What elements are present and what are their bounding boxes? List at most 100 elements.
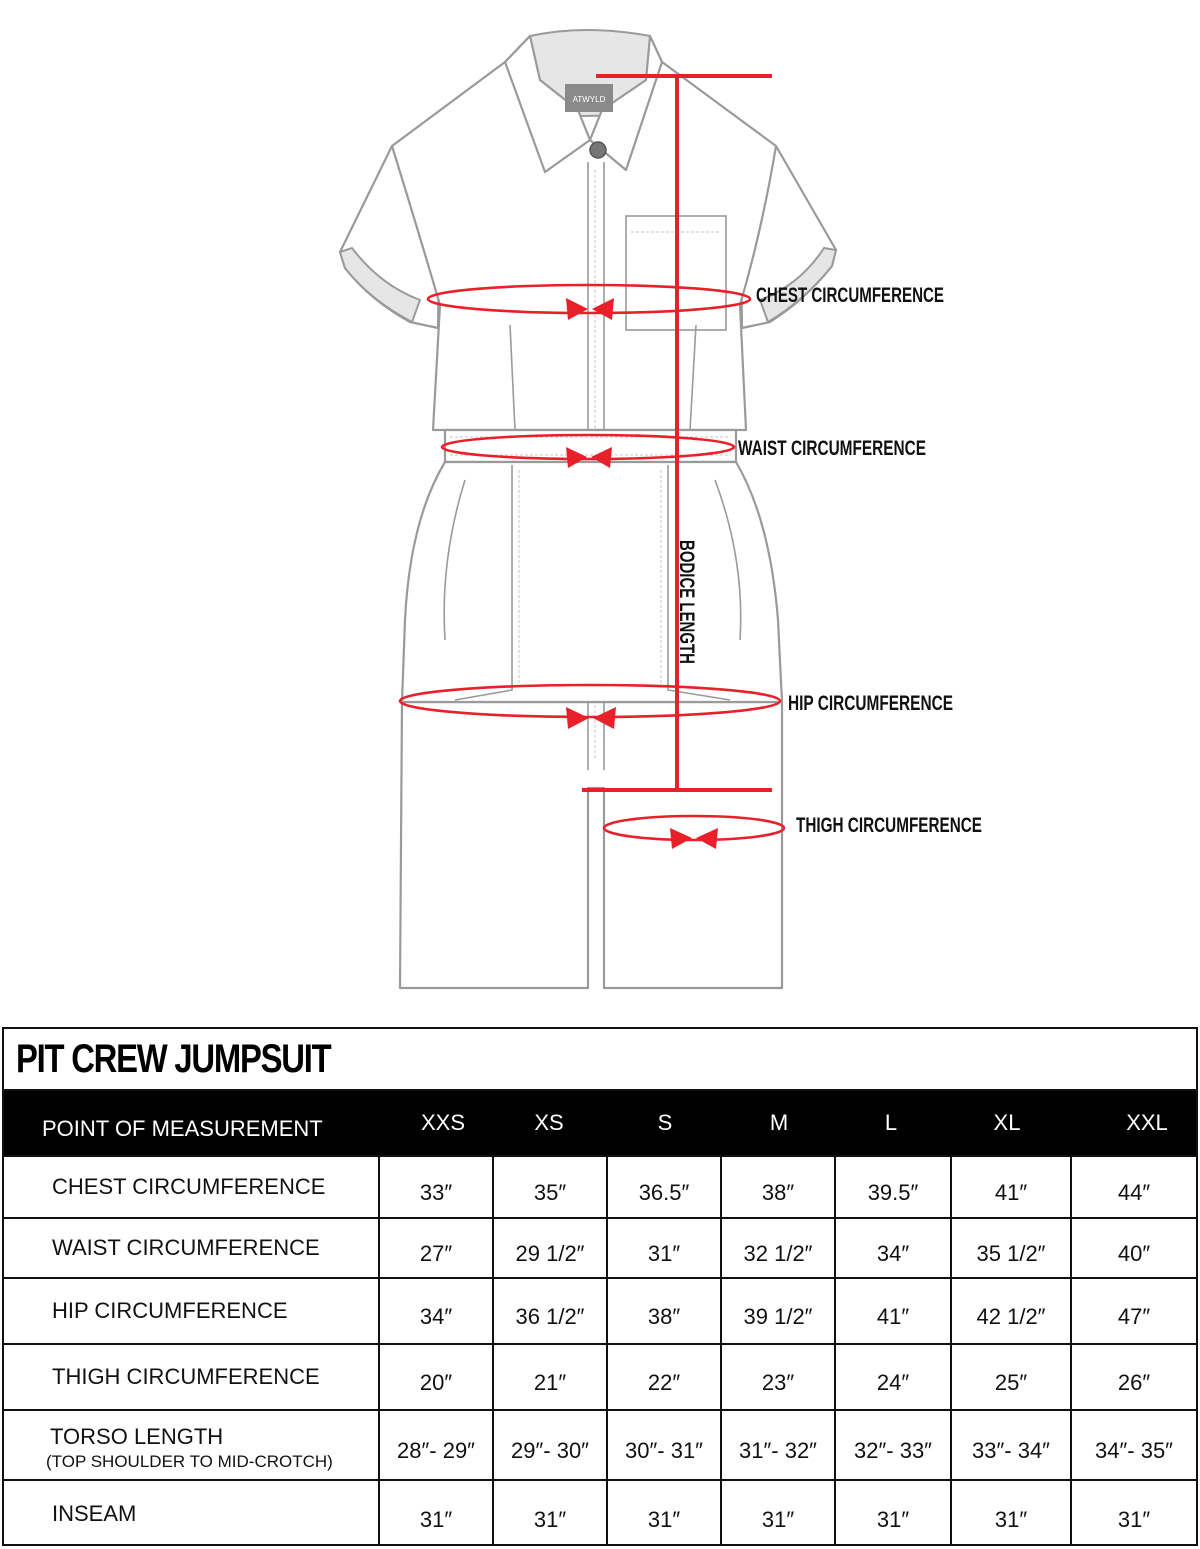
row-label-cell: INSEAM: [4, 1481, 378, 1546]
brand-tag-text: ATWYLD: [573, 95, 606, 104]
value-cell-xl: 31″: [950, 1481, 1070, 1546]
chest-arrow-right: [592, 298, 614, 320]
header-size-l: L: [884, 1110, 898, 1135]
value-cell-l: 32″- 33″: [834, 1411, 950, 1479]
header-size-xxs: XXS: [420, 1110, 466, 1135]
collar-button: [589, 141, 607, 159]
value-cell-xxl: 44″: [1070, 1157, 1196, 1217]
value-cell-m: 32 1/2″: [720, 1219, 834, 1277]
table-header-row: POINT OF MEASUREMENT XXS XS S M L XL XXL: [4, 1091, 1196, 1155]
value-cell-xxl: 40″: [1070, 1219, 1196, 1277]
value-cell-l: 34″: [834, 1219, 950, 1277]
value-cell-m: 31″- 32″: [720, 1411, 834, 1479]
label-thigh: THIGH CIRCUMFERENCE: [796, 814, 982, 837]
value-cell-xxs: 28″- 29″: [378, 1411, 492, 1479]
value-cell-xl: 33″- 34″: [950, 1411, 1070, 1479]
collar-right: [588, 34, 664, 172]
row-label: CHEST CIRCUMFERENCE: [52, 1174, 326, 1199]
hip-measure-loop: [398, 683, 782, 719]
value-cell-s: 38″: [606, 1279, 720, 1343]
waist-arrow-left: [566, 447, 587, 468]
row-label-cell: CHEST CIRCUMFERENCE: [4, 1157, 378, 1217]
value-cell-m: 31″: [720, 1481, 834, 1546]
header-size-s: S: [657, 1110, 673, 1135]
value-cell-m: 39 1/2″: [720, 1279, 834, 1343]
value-cell-xxs: 31″: [378, 1481, 492, 1546]
value-cell-xl: 41″: [950, 1157, 1070, 1217]
thigh-measure-loop: [602, 814, 786, 842]
header-size-m: M: [769, 1110, 789, 1135]
brand-tag: [565, 84, 613, 112]
row-sublabel: (TOP SHOULDER TO MID-CROTCH): [46, 1452, 333, 1471]
table-row-thigh: THIGH CIRCUMFERENCE 20″21″22″23″24″25″26″: [4, 1343, 1196, 1409]
value-cell-l: 24″: [834, 1345, 950, 1409]
row-label-cell: HIP CIRCUMFERENCE: [4, 1279, 378, 1343]
table-title-bar: PIT CREW JUMPSUIT: [4, 1029, 1196, 1091]
value-cell-m: 23″: [720, 1345, 834, 1409]
right-sleeve-cuff: [758, 246, 838, 324]
jumpsuit-bodice: [390, 60, 778, 432]
header-size-xl: XL: [993, 1110, 1021, 1135]
value-cell-xxs: 33″: [378, 1157, 492, 1217]
row-label-cell: TORSO LENGTH (TOP SHOULDER TO MID-CROTCH): [4, 1411, 378, 1479]
value-cell-xs: 31″: [492, 1481, 606, 1546]
label-hip: HIP CIRCUMFERENCE: [788, 692, 953, 715]
chest-arrow-left: [566, 298, 588, 320]
row-label: WAIST CIRCUMFERENCE: [52, 1235, 320, 1260]
waist-measure-loop: [440, 433, 736, 461]
value-cell-xl: 25″: [950, 1345, 1070, 1409]
header-size-xs: XS: [534, 1110, 564, 1135]
value-cell-xxs: 27″: [378, 1219, 492, 1277]
value-cell-xl: 42 1/2″: [950, 1279, 1070, 1343]
table-row-chest: CHEST CIRCUMFERENCE 33″35″36.5″38″39.5″41…: [4, 1155, 1196, 1217]
table-row-hip: HIP CIRCUMFERENCE 34″36 1/2″38″39 1/2″41″…: [4, 1277, 1196, 1343]
label-bodice-length: BODICE LENGTH: [675, 540, 698, 664]
chest-measure-loop: [426, 283, 752, 315]
row-label: INSEAM: [52, 1500, 137, 1526]
value-cell-xs: 35″: [492, 1157, 606, 1217]
value-cell-xs: 29″- 30″: [492, 1411, 606, 1479]
value-cell-xs: 21″: [492, 1345, 606, 1409]
value-cell-xl: 35 1/2″: [950, 1219, 1070, 1277]
thigh-arrow-right: [696, 828, 718, 849]
value-cell-xxs: 34″: [378, 1279, 492, 1343]
value-cell-l: 41″: [834, 1279, 950, 1343]
jumpsuit-hips: [400, 460, 784, 704]
jumpsuit-diagram: ATWYLD CHEST CIRCUMFERENCE WAIST CIRCUMF…: [338, 29, 982, 990]
value-cell-s: 31″: [606, 1219, 720, 1277]
value-cell-xxl: 34″- 35″: [1070, 1411, 1196, 1479]
value-cell-xs: 29 1/2″: [492, 1219, 606, 1277]
header-point-of-measurement: POINT OF MEASUREMENT: [42, 1116, 323, 1141]
value-cell-s: 30″- 31″: [606, 1411, 720, 1479]
left-sleeve-cuff: [338, 246, 422, 324]
value-cell-s: 31″: [606, 1481, 720, 1546]
waist-arrow-right: [591, 447, 612, 468]
label-waist: WAIST CIRCUMFERENCE: [738, 437, 926, 460]
value-cell-l: 31″: [834, 1481, 950, 1546]
row-label-cell: WAIST CIRCUMFERENCE: [4, 1219, 378, 1277]
value-cell-m: 38″: [720, 1157, 834, 1217]
row-label: THIGH CIRCUMFERENCE: [52, 1364, 320, 1389]
header-size-xxl: XXL: [1126, 1110, 1168, 1135]
size-chart-table: PIT CREW JUMPSUIT POINT OF MEASUREMENT X…: [2, 1027, 1198, 1546]
label-chest: CHEST CIRCUMFERENCE: [756, 284, 944, 307]
table-title: PIT CREW JUMPSUIT: [16, 1037, 332, 1081]
thigh-arrow-left: [670, 828, 692, 849]
value-cell-xxl: 47″: [1070, 1279, 1196, 1343]
hip-arrow-right: [593, 707, 616, 729]
hip-arrow-left: [566, 707, 589, 729]
value-cell-xs: 36 1/2″: [492, 1279, 606, 1343]
value-cell-xxl: 31″: [1070, 1481, 1196, 1546]
jumpsuit-legs: [398, 700, 784, 990]
row-label: HIP CIRCUMFERENCE: [52, 1298, 288, 1323]
row-label-cell: THIGH CIRCUMFERENCE: [4, 1345, 378, 1409]
table-row-torso-length: TORSO LENGTH (TOP SHOULDER TO MID-CROTCH)…: [4, 1409, 1196, 1479]
value-cell-l: 39.5″: [834, 1157, 950, 1217]
value-cell-s: 22″: [606, 1345, 720, 1409]
row-label: TORSO LENGTH: [50, 1424, 224, 1449]
value-cell-s: 36.5″: [606, 1157, 720, 1217]
value-cell-xxs: 20″: [378, 1345, 492, 1409]
value-cell-xxl: 26″: [1070, 1345, 1196, 1409]
